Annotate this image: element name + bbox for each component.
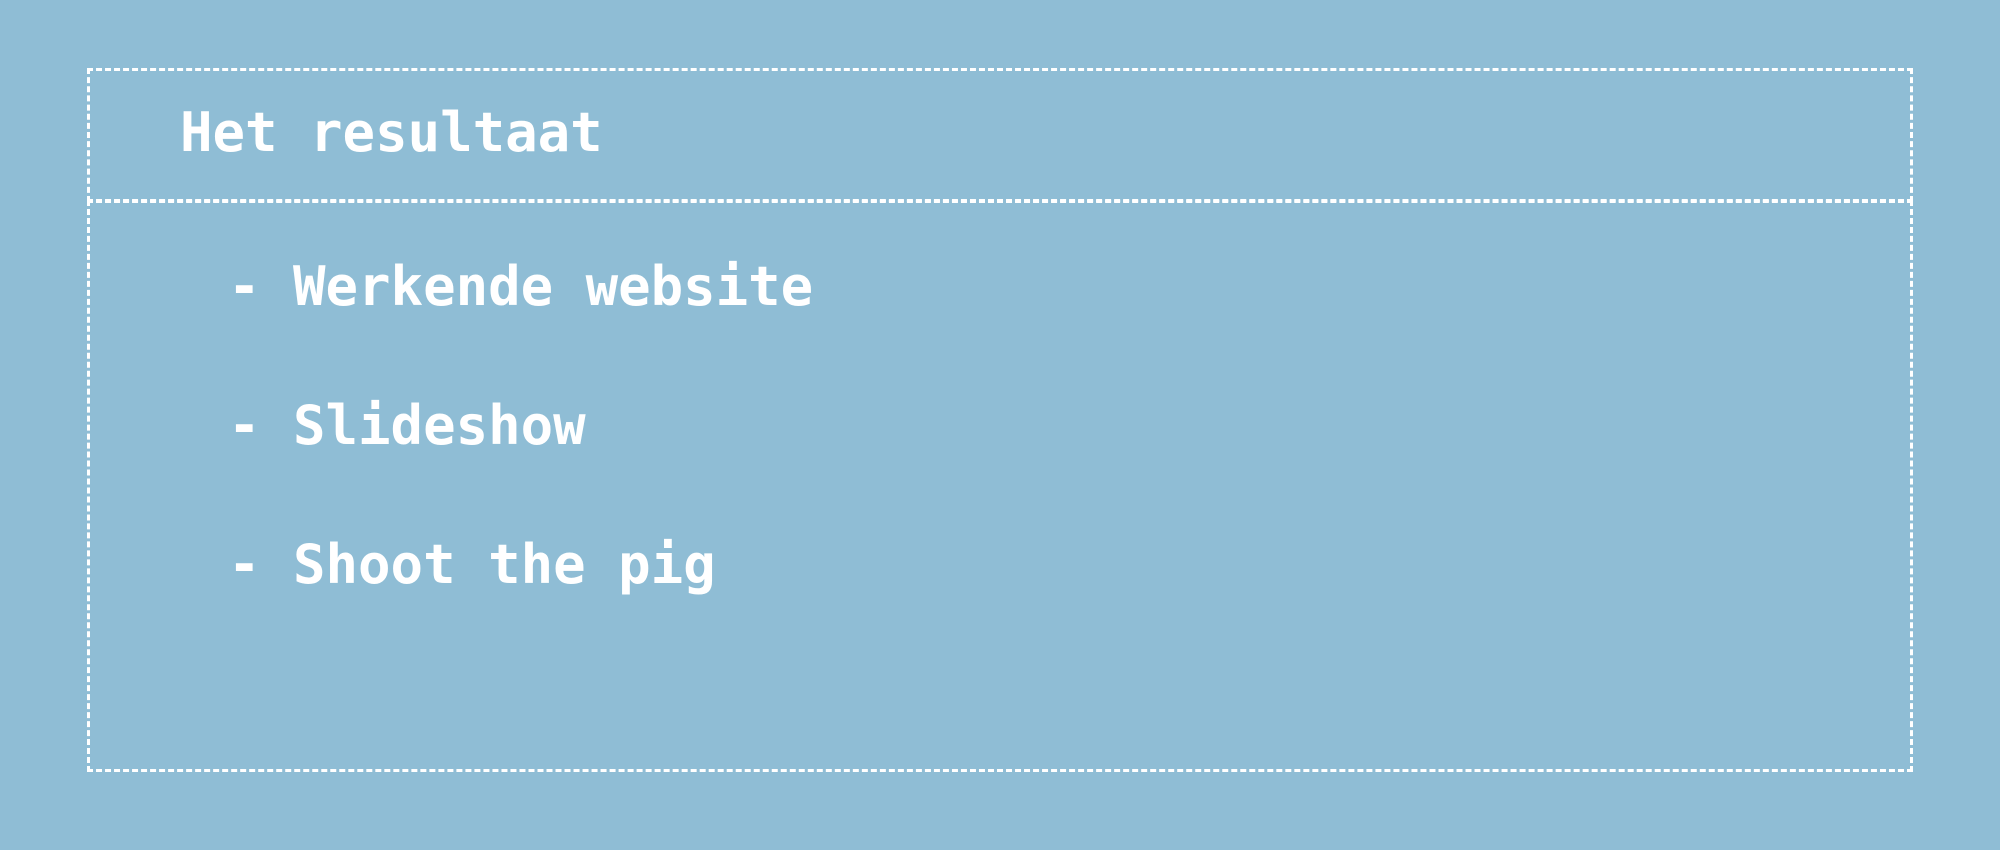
content-frame: - Werkende website - Slideshow - Shoot t… [87, 200, 1913, 772]
title-frame: Het resultaat [87, 68, 1913, 202]
list-item: - Slideshow [228, 394, 586, 457]
slide-title: Het resultaat [180, 101, 603, 164]
list-item: - Shoot the pig [228, 533, 716, 596]
bullet-list: - Werkende website - Slideshow - Shoot t… [228, 255, 813, 672]
list-item: - Werkende website [228, 255, 814, 318]
